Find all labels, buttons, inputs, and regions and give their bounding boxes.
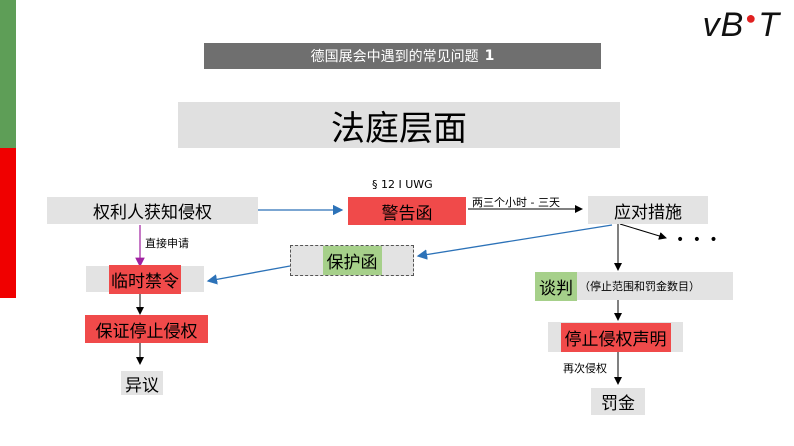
- node-injunction-label: 临时禁令: [109, 264, 181, 294]
- arrow-protective-to-injunction: [206, 265, 291, 285]
- node-rights-holder: 权利人获知侵权: [47, 197, 258, 224]
- node-warning-letter-label: 警告函: [381, 198, 433, 224]
- node-negotiation: 谈判 （停止范围和罚金数目）: [535, 271, 733, 301]
- node-warning-letter: 警告函: [348, 197, 466, 225]
- slide-title: 德国展会中遇到的常见问题: [310, 49, 479, 65]
- slide-title-bar: 德国展会中遇到的常见问题 1: [204, 43, 601, 69]
- side-bar-red: [0, 148, 16, 298]
- node-cease-declaration-label: 停止侵权声明: [560, 322, 671, 352]
- node-protective-letter: 保护函: [290, 245, 414, 276]
- uwg-label: § 12 I UWG: [372, 178, 433, 191]
- node-injunction: 临时禁令: [86, 264, 204, 294]
- node-cease-declaration: 停止侵权声明: [548, 322, 683, 352]
- node-objection: 异议: [121, 371, 163, 396]
- time-window-label: 两三个小时 - 三天: [472, 196, 560, 209]
- node-protective-letter-label: 保护函: [322, 246, 382, 275]
- node-guarantee: 保证停止侵权: [85, 315, 208, 343]
- arrow-response-to-protective: [416, 224, 613, 260]
- ellipsis: • • •: [676, 232, 720, 248]
- repeat-infringement-label: 再次侵权: [563, 362, 607, 375]
- node-negotiation-label: 谈判: [535, 271, 577, 301]
- vbt-logo: vB●T: [702, 6, 780, 44]
- direct-apply-label: 直接申请: [145, 237, 189, 250]
- section-heading: 法庭层面: [178, 102, 620, 149]
- arrow-response-to-ellipsis: [619, 223, 667, 240]
- node-response: 应对措施: [588, 196, 708, 224]
- slide-title-number: 1: [484, 48, 495, 64]
- side-bar-green: [0, 0, 16, 148]
- node-negotiation-note: （停止范围和罚金数目）: [579, 280, 700, 293]
- node-penalty: 罚金: [591, 388, 645, 415]
